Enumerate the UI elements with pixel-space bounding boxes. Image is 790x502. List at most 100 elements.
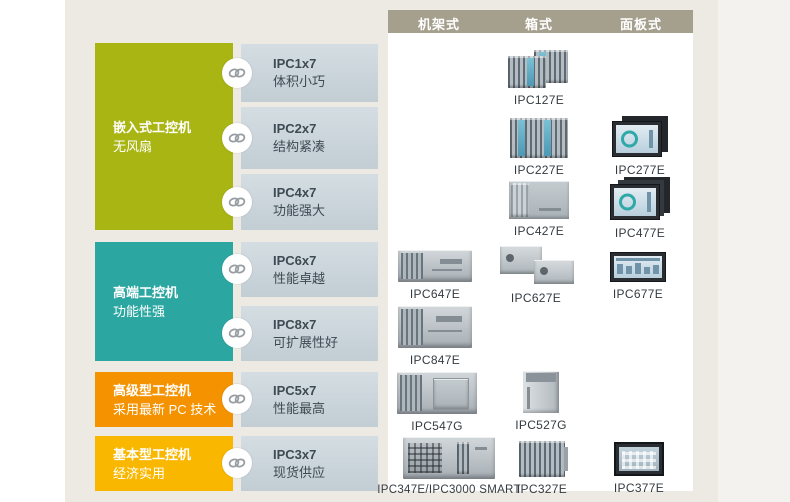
- screen-bar: [649, 130, 653, 148]
- ipc277e-device-image: [612, 116, 668, 158]
- category-title: 高级型工控机: [113, 382, 192, 398]
- device-front-panel: [612, 121, 662, 157]
- screen-icon-grid: [622, 451, 656, 469]
- device-slot: [428, 330, 462, 332]
- device-accent: [544, 120, 551, 156]
- device-drive-bay: [436, 316, 462, 322]
- ipc847e-device-image: [398, 306, 472, 348]
- product-label: IPC647E: [409, 287, 461, 301]
- device-port: [506, 254, 514, 262]
- chain-link-badge: [222, 318, 252, 348]
- ipc327e-device-image: [519, 441, 568, 477]
- device-top-band: [526, 373, 556, 382]
- product-ipc527g: IPC527G: [507, 371, 575, 432]
- device-tower: [523, 371, 559, 413]
- ipc677e-device-image: [610, 252, 666, 282]
- ipc547g-device-image: [397, 372, 477, 414]
- category-subtitle: 无风扇: [113, 138, 153, 154]
- series-feature: 性能最高: [273, 400, 326, 416]
- chain-link-badge: [222, 58, 252, 88]
- product-ipc477e: IPC477E: [600, 177, 680, 240]
- device-screen: [616, 125, 658, 153]
- category-embedded: 嵌入式工控机 无风扇: [95, 43, 233, 230]
- device-slot: [432, 269, 462, 271]
- product-ipc127e: IPC127E: [499, 50, 579, 107]
- series-name: IPC6x7: [273, 252, 317, 268]
- device-chassis: [398, 306, 472, 348]
- product-ipc377e: IPC377E: [604, 442, 674, 495]
- device-screen: [619, 447, 659, 471]
- device-ribs: [401, 253, 423, 279]
- series-feature: 现货供应: [273, 464, 326, 480]
- product-label: IPC527G: [515, 418, 567, 432]
- device-drive-bay: [440, 259, 462, 264]
- device-accent: [527, 58, 534, 86]
- series-row-ipc2x7: IPC2x7 结构紧凑: [241, 107, 378, 169]
- product-ipc347e: IPC347E/IPC3000 SMART: [377, 437, 520, 496]
- background-right-strip: [718, 0, 790, 502]
- chain-link-badge: [222, 254, 252, 284]
- category-title: 高端工控机: [113, 284, 179, 300]
- ipc647e-device-image: [398, 250, 472, 282]
- chain-link-badge: [222, 384, 252, 414]
- device-fins: [457, 442, 469, 474]
- series-feature: 体积小巧: [273, 74, 326, 89]
- product-label: IPC327E: [516, 482, 568, 496]
- product-label: IPC677E: [612, 287, 664, 301]
- series-feature: 可扩展性好: [273, 334, 339, 350]
- series-row-ipc6x7: IPC6x7 性能卓越: [241, 242, 378, 297]
- series-feature: 功能强大: [273, 203, 326, 218]
- form-factor-header-bar: 机架式 箱式 面板式: [388, 10, 693, 33]
- device-unit: [519, 441, 565, 477]
- category-subtitle: 功能性强: [113, 303, 166, 319]
- series-feature: 性能卓越: [273, 270, 326, 286]
- product-label: IPC127E: [513, 93, 565, 107]
- screen-bar: [653, 265, 659, 274]
- chain-link-icon: [228, 133, 246, 143]
- product-ipc427e: IPC427E: [499, 179, 579, 238]
- device-front-unit: [508, 56, 546, 88]
- series-name: IPC1x7: [273, 56, 317, 71]
- product-ipc227e: IPC227E: [499, 116, 579, 177]
- ipc627e-device-image: [496, 246, 576, 286]
- series-row-ipc5x7: IPC5x7 性能最高: [241, 372, 378, 427]
- screen-bar: [647, 192, 651, 212]
- chain-link-icon: [228, 458, 246, 468]
- product-label: IPC227E: [513, 163, 565, 177]
- header-rack-type: 机架式: [418, 17, 461, 32]
- product-label: IPC427E: [513, 224, 565, 238]
- product-label: IPC547G: [411, 419, 463, 433]
- chain-link-icon: [228, 197, 246, 207]
- ipc227e-device-image: [510, 116, 568, 158]
- screen-gauge: [621, 130, 638, 148]
- device-port: [540, 267, 548, 275]
- product-label: IPC277E: [614, 163, 666, 177]
- screen-bar: [626, 266, 632, 274]
- product-ipc327e: IPC327E: [507, 441, 577, 496]
- device-fins: [511, 183, 529, 217]
- product-ipc547g: IPC547G: [395, 372, 479, 433]
- device-chassis: [398, 250, 472, 282]
- category-basic: 基本型工控机 经济实用: [95, 436, 233, 491]
- device-ribs: [401, 309, 423, 345]
- category-title: 基本型工控机: [113, 446, 192, 462]
- device-screen: [614, 256, 662, 278]
- series-name: IPC2x7: [273, 121, 317, 136]
- ipc377e-device-image: [614, 442, 664, 476]
- series-row-ipc3x7: IPC3x7 现货供应: [241, 436, 378, 491]
- screen-bar: [635, 263, 641, 274]
- ipc127e-device-image: [508, 50, 570, 88]
- product-ipc847e: IPC847E: [395, 306, 475, 367]
- chain-link-icon: [228, 394, 246, 404]
- product-label: IPC847E: [409, 353, 461, 367]
- ipc527g-device-image: [523, 371, 559, 413]
- device-accent: [518, 120, 525, 156]
- device-panel: [614, 442, 664, 476]
- device-chassis: [397, 372, 477, 414]
- chain-link-icon: [228, 68, 246, 78]
- category-advanced: 高级型工控机 采用最新 PC 技术: [95, 372, 233, 427]
- header-panel-type: 面板式: [620, 17, 663, 32]
- device-unit: [510, 118, 568, 158]
- device-front-unit: [534, 260, 574, 284]
